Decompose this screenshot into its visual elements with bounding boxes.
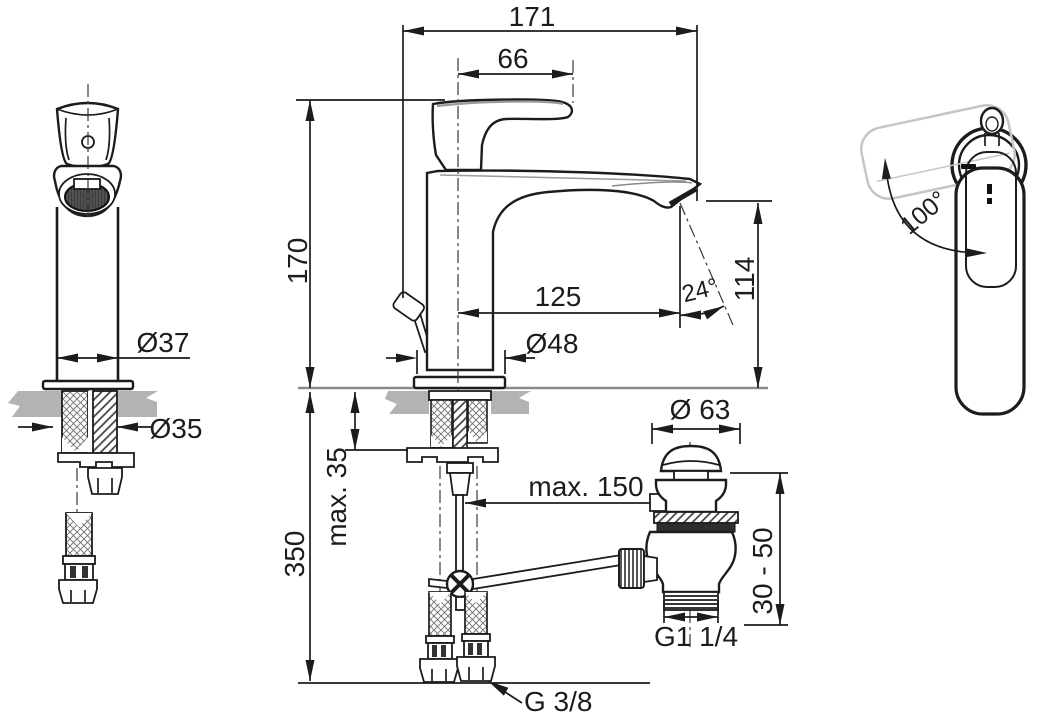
dim-waste-clamp-label: 30 - 50	[747, 527, 778, 614]
dim-deck-max-label: max. 35	[321, 447, 352, 547]
mounting-plate-left	[57, 452, 135, 468]
clamp-screw-icon	[450, 574, 470, 594]
callout-inlet-thread-label: G 3/8	[524, 686, 592, 717]
mounting-plate	[406, 447, 499, 463]
dim-base-diameter-label: Ø48	[526, 328, 579, 359]
base-flange-side	[412, 375, 507, 390]
dim-handle-length: 66	[458, 43, 574, 103]
waste-plug-cap	[659, 444, 723, 473]
side-view: 171 66 170 125	[279, 1, 772, 717]
waste-lower-body	[645, 530, 737, 594]
dim-height: 170	[282, 99, 445, 388]
temp-mark-icon	[961, 164, 976, 169]
dim-hole-diameter-label: Ø35	[150, 413, 203, 444]
dim-outlet-height-label: 114	[729, 257, 760, 302]
waste-link-rod	[472, 553, 622, 591]
waste-seal	[656, 522, 736, 533]
aerator-tab	[73, 178, 101, 190]
dim-rod-length-label: max. 150	[528, 471, 643, 502]
rod-coupler	[448, 472, 472, 496]
dim-deck-max: max. 35	[321, 392, 408, 547]
dim-swivel-angle-label: 100°	[895, 186, 953, 241]
waste-assembly: Ø 63 30 - 50 G1 1/4	[618, 394, 788, 652]
dim-spout-angle: 24°	[679, 202, 734, 326]
flexible-hose-left	[58, 512, 98, 604]
dim-body-diameter: Ø37	[57, 327, 190, 363]
dim-inlet-length: 350	[279, 392, 315, 681]
base-flange	[41, 379, 135, 391]
pop-up-pull-rod	[392, 291, 433, 354]
dim-waste-clamp: 30 - 50	[730, 472, 788, 626]
spout-tip-knob	[979, 106, 1005, 146]
dim-handle-length-label: 66	[497, 43, 528, 74]
rod-knurled-connector	[618, 548, 645, 589]
handle-top-view	[954, 166, 1026, 416]
aerator-face	[668, 186, 698, 207]
pull-rod-lower	[455, 494, 464, 574]
dim-overall-length-label: 171	[509, 1, 556, 32]
dim-waste-cap-label: Ø 63	[670, 394, 731, 425]
dim-spout-reach: 125	[458, 206, 681, 328]
dim-body-diameter-label: Ø37	[137, 327, 190, 358]
threaded-stud-section	[92, 390, 118, 454]
mixer-handle	[431, 98, 574, 172]
faucet-body	[425, 169, 703, 372]
front-view: Ø37 Ø35	[8, 84, 202, 604]
dim-height-label: 170	[282, 238, 313, 285]
dim-spout-reach-label: 125	[535, 281, 582, 312]
locknut	[428, 390, 492, 401]
dim-spout-angle-label: 24°	[679, 273, 721, 308]
dim-waste-thread: G1 1/4	[654, 600, 738, 652]
dim-waste-cap: Ø 63	[651, 394, 741, 444]
dim-waste-thread-label: G1 1/4	[654, 621, 738, 652]
dim-hole-diameter: Ø35	[18, 413, 202, 444]
index-dot-icon	[987, 198, 992, 204]
handle-top-face	[965, 151, 1017, 288]
ghost-handle	[859, 104, 1017, 200]
index-mark-icon	[987, 184, 992, 194]
mounting-nut-left	[87, 467, 123, 495]
dim-overall-length: 171	[402, 1, 698, 298]
inlet-hose-pair	[419, 591, 496, 683]
dim-inlet-length-label: 350	[279, 531, 310, 578]
dim-base-diameter: Ø48	[386, 328, 578, 374]
callout-inlet-thread: G 3/8	[488, 681, 592, 717]
top-swivel-view: 100°	[859, 104, 1028, 416]
waste-upper-body	[654, 478, 728, 514]
dim-outlet-height: 114	[706, 200, 772, 388]
waste-thread-flange	[653, 511, 739, 524]
